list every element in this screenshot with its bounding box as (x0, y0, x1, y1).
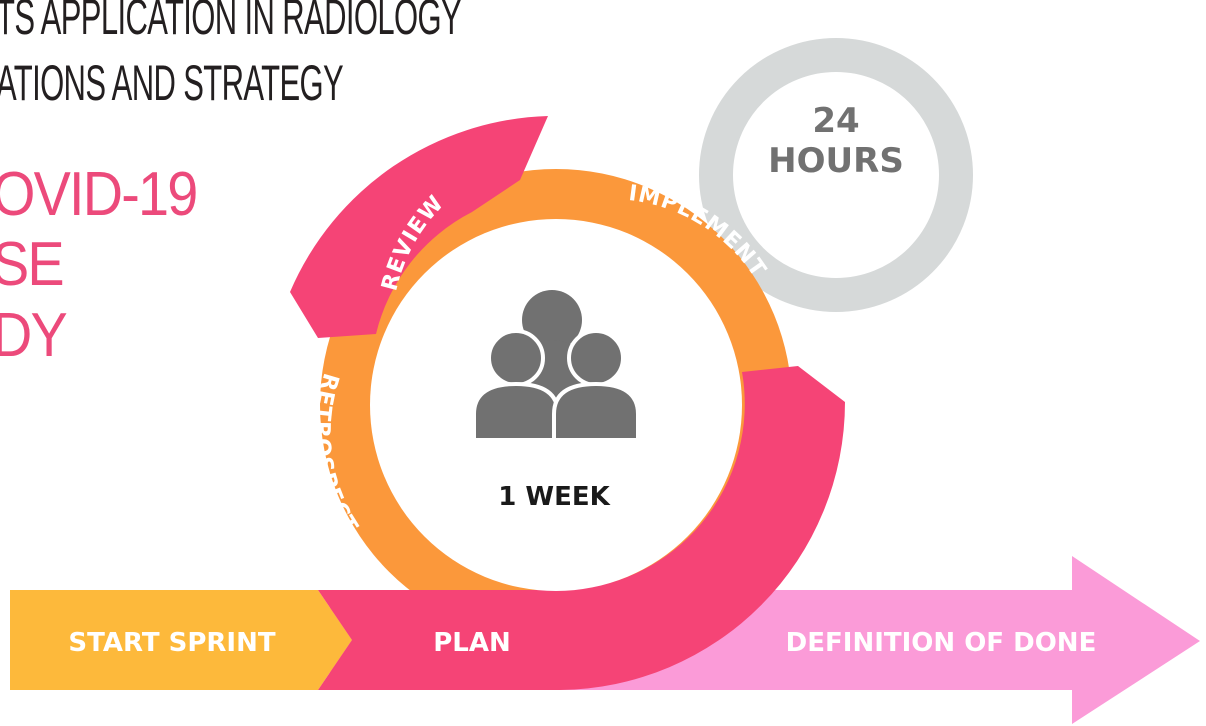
daily-cycle-unit: HOURS (768, 141, 904, 181)
plan-arrow-segment (318, 366, 846, 690)
review-arrow-segment (290, 116, 548, 338)
definition-of-done-label: DEFINITION OF DONE (786, 628, 1097, 658)
center-duration-label: 1 WEEK (498, 482, 610, 512)
page-title-line-2: ATIONS AND STRATEGY (0, 55, 344, 111)
daily-cycle-ring (699, 38, 973, 312)
subtitle-line-3: DY (0, 301, 68, 370)
team-people-icon (472, 290, 640, 442)
daily-cycle-number: 24 (812, 101, 859, 141)
subtitle-line-1: OVID-19 (0, 160, 198, 229)
subtitle-line-2: SE (0, 230, 65, 299)
plan-label: PLAN (433, 628, 511, 658)
page-title-line-1: TS APPLICATION IN RADIOLOGY (0, 0, 462, 45)
start-sprint-label: START SPRINT (68, 628, 275, 658)
start-sprint-band (10, 590, 352, 690)
